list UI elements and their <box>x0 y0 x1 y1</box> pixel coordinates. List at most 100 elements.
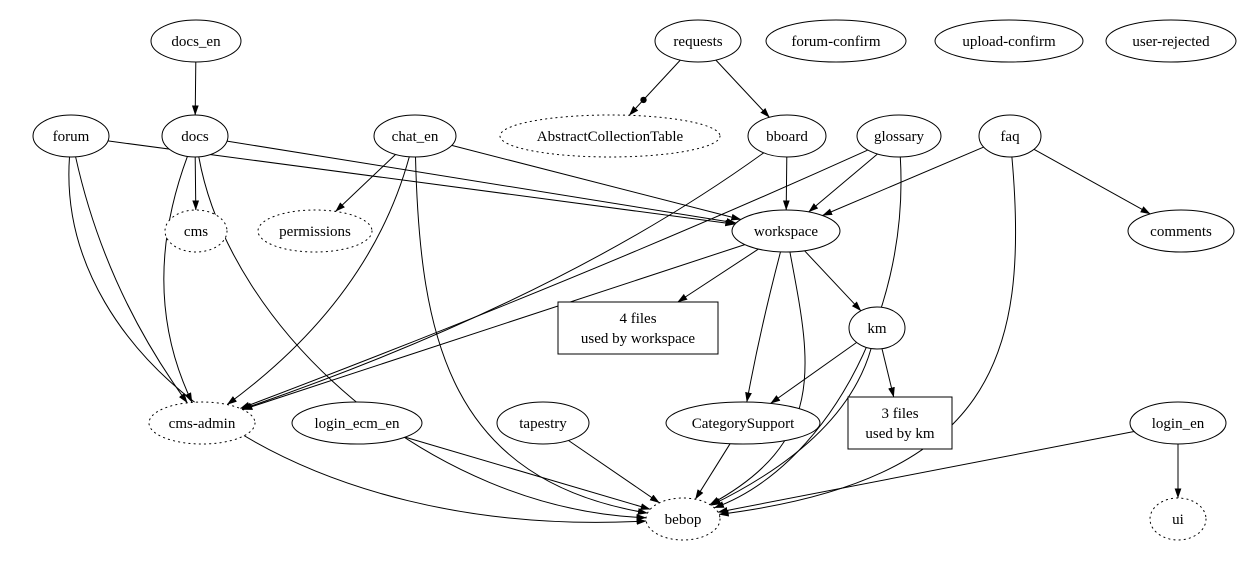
node-comments: comments <box>1127 209 1235 253</box>
node-ellipse-shape <box>148 401 256 445</box>
edge-login_en-bebop <box>717 431 1135 514</box>
node-requests: requests <box>654 19 742 63</box>
node-label: permissions <box>279 224 351 240</box>
node-ellipse-shape <box>747 114 827 158</box>
nodes-layer: docs_en requests forum-confirm upload-confi… <box>32 19 1237 541</box>
edge-glossary-workspace <box>808 153 878 213</box>
edges-layer <box>68 59 1182 525</box>
node-label: km <box>867 321 887 337</box>
edge-glossary-cms-admin <box>239 149 869 409</box>
node-user-rejected: user-rejected <box>1105 19 1237 63</box>
node-label: login_en <box>1152 416 1205 432</box>
node-label: ui <box>1172 512 1184 528</box>
edge-workspace-km <box>804 250 862 312</box>
node-bebop: bebop <box>645 497 721 541</box>
node-ellipse-shape <box>150 19 242 63</box>
node-files_km: 3 files used by km <box>847 396 953 450</box>
edge-glossary-bebop <box>713 156 902 509</box>
edge-docs-cms-admin <box>163 156 193 403</box>
node-ellipse-shape <box>257 209 373 253</box>
node-ui: ui <box>1149 497 1207 541</box>
node-workspace: workspace <box>731 209 841 253</box>
node-label: docs_en <box>171 34 221 50</box>
node-ellipse-shape <box>373 114 457 158</box>
node-label: docs <box>181 129 209 145</box>
node-docs_en: docs_en <box>150 19 242 63</box>
node-label: login_ecm_en <box>315 416 400 432</box>
node-box-shape <box>557 301 719 355</box>
node-upload-confirm: upload-confirm <box>934 19 1084 63</box>
edge-chat_en-cms-admin <box>226 156 410 405</box>
node-CategorySupport: CategorySupport <box>665 401 821 445</box>
node-label: forum <box>53 129 90 145</box>
edge-km-bebop <box>710 348 872 506</box>
node-label: cms <box>184 224 208 240</box>
node-ellipse-shape <box>161 114 229 158</box>
node-label: AbstractCollectionTable <box>537 129 684 145</box>
edge-requests-AbstractCollectionTable <box>628 59 681 116</box>
edge-workspace-bebop <box>709 251 806 506</box>
edge-docs-cms <box>192 156 200 211</box>
node-AbstractCollectionTable: AbstractCollectionTable <box>499 114 721 158</box>
node-ellipse-shape <box>1105 19 1237 63</box>
edge-forum-workspace <box>107 140 736 227</box>
node-km: km <box>848 306 906 350</box>
node-ellipse-shape <box>731 209 841 253</box>
node-label: faq <box>1000 129 1020 145</box>
node-ellipse-shape <box>1129 401 1227 445</box>
node-label: used by km <box>865 426 934 442</box>
node-cms: cms <box>164 209 228 253</box>
node-permissions: permissions <box>257 209 373 253</box>
edge-tapestry-bebop <box>568 440 660 504</box>
node-ellipse-shape <box>32 114 110 158</box>
edge-chat_en-bebop <box>415 156 648 515</box>
edge-workspace-cms-admin <box>242 244 745 411</box>
edge-docs-workspace <box>226 140 737 225</box>
edge-docs_en-docs <box>191 61 199 116</box>
node-ellipse-shape <box>164 209 228 253</box>
node-ellipse-shape <box>765 19 907 63</box>
node-label: requests <box>673 34 722 50</box>
node-login_ecm_en: login_ecm_en <box>291 401 423 445</box>
edge-bboard-workspace <box>782 156 790 211</box>
edge-CategorySupport-bebop <box>694 443 731 500</box>
edge-dot-marker-icon <box>640 96 647 104</box>
node-ellipse-shape <box>848 306 906 350</box>
node-label: bboard <box>766 129 808 145</box>
node-label: bebop <box>665 512 702 528</box>
node-cms-admin: cms-admin <box>148 401 256 445</box>
node-glossary: glossary <box>856 114 942 158</box>
edge-bboard-cms-admin <box>241 152 764 410</box>
node-label: 3 files <box>881 406 918 422</box>
node-ellipse-shape <box>665 401 821 445</box>
node-chat_en: chat_en <box>373 114 457 158</box>
edge-faq-workspace <box>822 146 984 216</box>
node-ellipse-shape <box>978 114 1042 158</box>
node-label: cms-admin <box>169 416 236 432</box>
node-label: chat_en <box>392 129 439 145</box>
node-faq: faq <box>978 114 1042 158</box>
node-ellipse-shape <box>499 114 721 158</box>
edge-login_ecm_en-bebop <box>404 436 651 510</box>
node-label: glossary <box>874 129 924 145</box>
node-label: tapestry <box>519 416 567 432</box>
node-label: CategorySupport <box>692 416 795 432</box>
node-files_workspace: 4 files used by workspace <box>557 301 719 355</box>
edge-workspace-CategorySupport <box>745 251 781 403</box>
edge-faq-bebop <box>718 156 1017 517</box>
node-label: used by workspace <box>581 331 695 347</box>
node-ellipse-shape <box>934 19 1084 63</box>
node-label: upload-confirm <box>962 34 1056 50</box>
node-box-shape <box>847 396 953 450</box>
edge-faq-comments <box>1033 148 1151 215</box>
node-label: workspace <box>754 224 818 240</box>
node-label: forum-confirm <box>791 34 880 50</box>
node-docs: docs <box>161 114 229 158</box>
node-label: 4 files <box>619 311 656 327</box>
edge-forum-cms-admin <box>75 156 188 404</box>
node-bboard: bboard <box>747 114 827 158</box>
node-ellipse-shape <box>654 19 742 63</box>
node-ellipse-shape <box>291 401 423 445</box>
